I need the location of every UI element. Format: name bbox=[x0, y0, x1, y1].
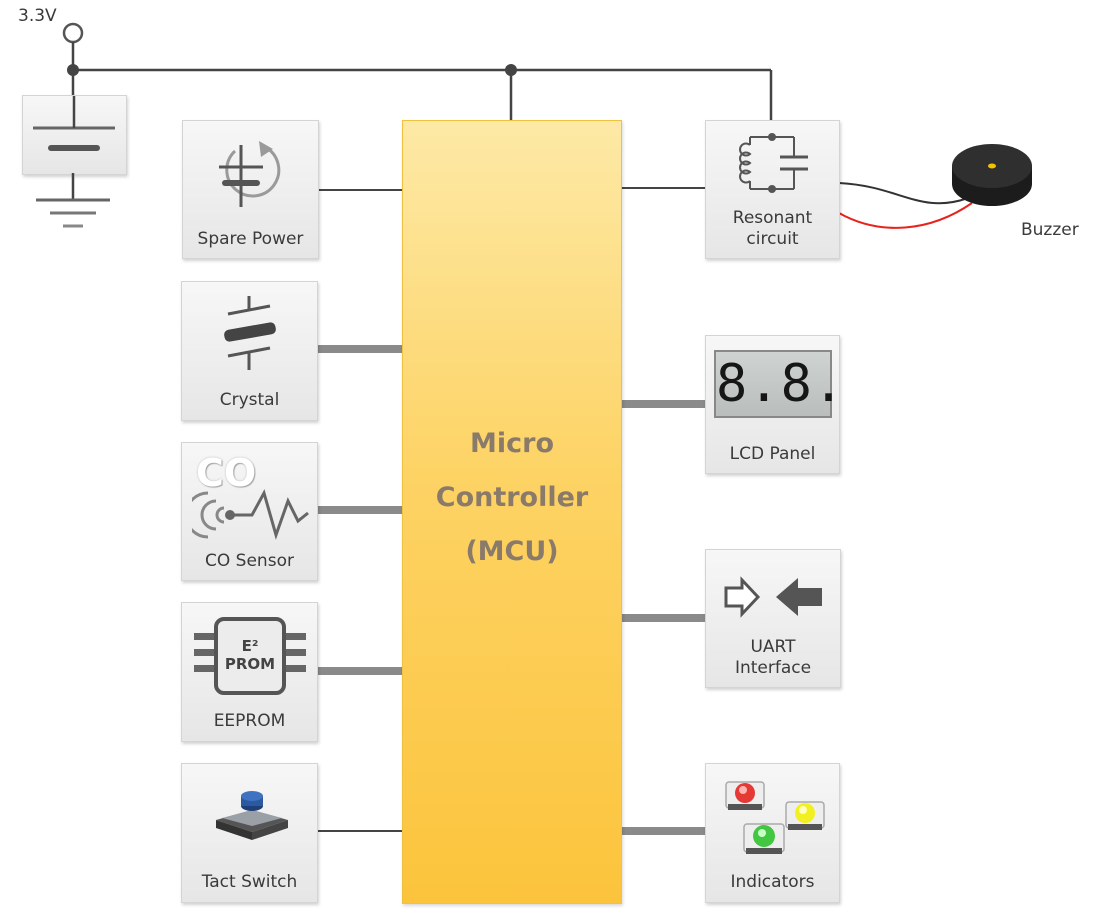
resonant-circuit-block: Resonant circuit bbox=[705, 120, 840, 259]
lcd-panel-block: 8.8. LCD Panel bbox=[705, 335, 846, 474]
buzzer-icon bbox=[952, 144, 1032, 206]
supply-voltage-label: 3.3V bbox=[18, 6, 57, 26]
battery-block bbox=[22, 95, 127, 175]
tact-switch-icon bbox=[216, 791, 288, 840]
crystal-label: Crystal bbox=[219, 390, 280, 410]
eeprom-block: E² PROM EEPROM bbox=[181, 602, 318, 742]
eeprom-chip-text: E² PROM bbox=[224, 637, 276, 673]
lcd-display-icon: 8.8. bbox=[716, 354, 846, 414]
co-sensor-label: CO Sensor bbox=[205, 551, 294, 571]
ground-icon bbox=[36, 173, 110, 228]
crystal-icon bbox=[224, 296, 276, 370]
mcu-block: Micro Controller (MCU) bbox=[402, 120, 622, 904]
co-text-icon: CO bbox=[196, 451, 257, 495]
eeprom-chip-icon bbox=[194, 617, 306, 695]
resonant-circuit-label: Resonant circuit bbox=[732, 208, 813, 249]
co-sensor-icon bbox=[192, 489, 309, 540]
indicators-block: Indicators bbox=[705, 763, 840, 903]
spare-power-label: Spare Power bbox=[197, 229, 304, 249]
eeprom-label: EEPROM bbox=[213, 711, 286, 731]
uart-label: UART Interface bbox=[734, 637, 812, 678]
crystal-block: Crystal bbox=[181, 281, 318, 421]
supply-terminal bbox=[62, 22, 84, 44]
lcd-screen: 8.8. bbox=[714, 350, 846, 418]
buzzer-wire-black bbox=[838, 182, 969, 205]
uart-block: UART Interface bbox=[705, 549, 841, 688]
lcd-panel-label: LCD Panel bbox=[729, 444, 816, 464]
led-indicators-icon bbox=[725, 781, 825, 854]
spare-power-icon bbox=[219, 141, 281, 207]
mcu-title: Micro Controller (MCU) bbox=[435, 428, 589, 567]
indicators-label: Indicators bbox=[730, 872, 815, 892]
tact-switch-block: Tact Switch bbox=[181, 763, 318, 903]
battery-icon bbox=[33, 96, 115, 151]
co-sensor-block: CO CO Sensor bbox=[181, 442, 318, 581]
resonant-circuit-icon bbox=[739, 133, 808, 193]
junction-dot bbox=[505, 64, 517, 76]
buzzer-wire-red bbox=[838, 202, 973, 229]
buzzer-label: Buzzer bbox=[1021, 220, 1079, 240]
spare-power-block: Spare Power bbox=[182, 120, 319, 259]
uart-arrows-icon bbox=[724, 576, 822, 618]
tact-switch-label: Tact Switch bbox=[201, 872, 298, 892]
